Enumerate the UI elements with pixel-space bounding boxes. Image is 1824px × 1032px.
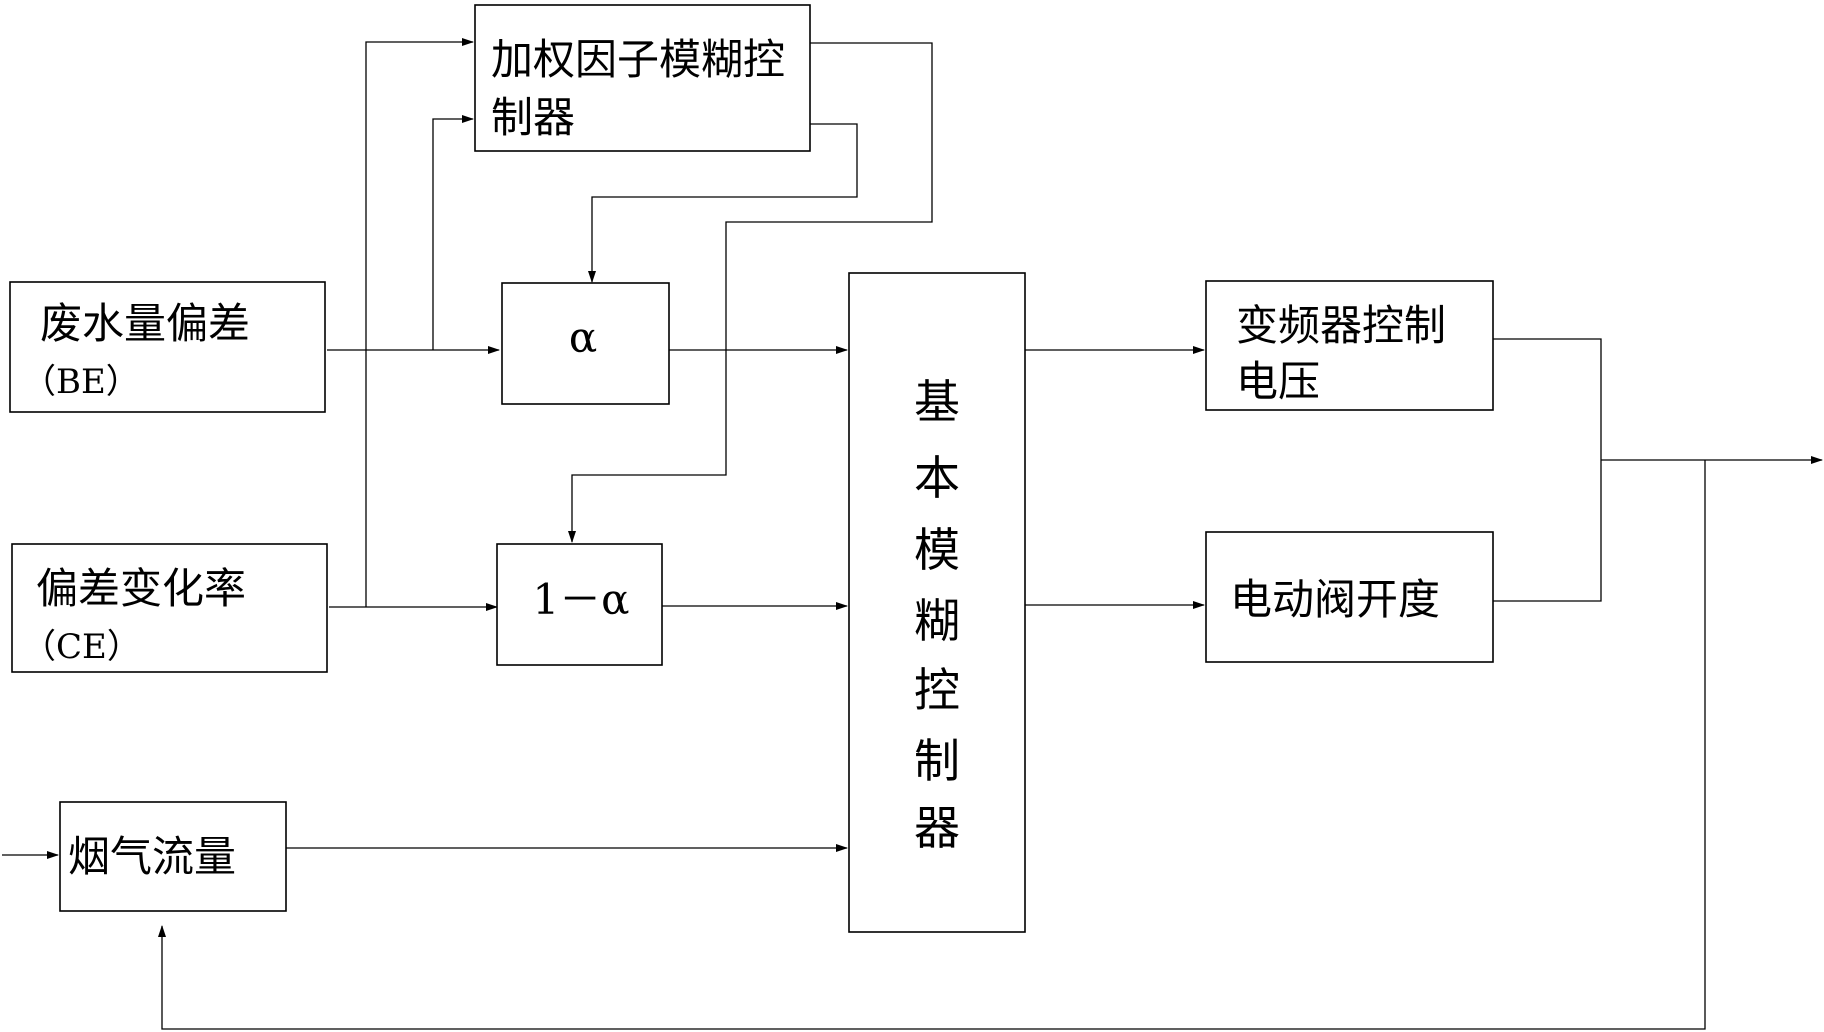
flue-gas-flow-frame — [59, 801, 287, 912]
weighting-factor-fuzzy-controller-block: 加权因子模糊控 制器 — [474, 4, 811, 152]
alpha-frame — [501, 282, 670, 405]
electric-valve-opening-block: 电动阀开度 — [1205, 531, 1494, 663]
wire-inverter-output — [1493, 338, 1602, 602]
deviation-rate-frame — [11, 543, 328, 673]
waste-water-deviation-label-line2: （BE） — [22, 362, 140, 402]
basic-controller-char-2: 本 — [914, 451, 960, 505]
inverter-control-voltage-block: 变频器控制 电压 — [1205, 280, 1494, 411]
wire-weighting-to-alpha — [588, 123, 858, 283]
waste-water-deviation-block: 废水量偏差 （BE） — [9, 281, 326, 413]
flue-gas-flow-label: 烟气流量 — [68, 832, 236, 881]
alpha-block: α — [501, 282, 670, 405]
basic-controller-char-1: 基 — [914, 375, 960, 429]
basic-controller-frame — [848, 272, 1026, 933]
valve-opening-label: 电动阀开度 — [1230, 575, 1440, 624]
basic-fuzzy-controller-block: 基 本 模 糊 控 制 器 — [848, 272, 1026, 933]
wire-weighting-to-one-minus-alpha — [568, 42, 933, 543]
waste-water-deviation-label-line1: 废水量偏差 — [40, 299, 250, 348]
alpha-label: α — [569, 313, 597, 362]
deviation-rate-label-line2: （CE） — [22, 627, 141, 667]
wire-ce-to-weighting-controller — [365, 38, 474, 607]
basic-controller-char-6: 制 — [914, 734, 960, 788]
inverter-voltage-label-line1: 变频器控制 — [1236, 301, 1446, 350]
inverter-voltage-frame — [1205, 280, 1494, 411]
basic-controller-char-3: 模 — [914, 523, 960, 577]
weighting-controller-label-line2: 制器 — [491, 93, 575, 142]
flue-gas-flow-block: 烟气流量 — [59, 801, 287, 912]
basic-controller-char-4: 糊 — [914, 594, 960, 648]
inverter-voltage-label-line2: 电压 — [1236, 357, 1320, 406]
wire-feedback-loop — [158, 460, 1706, 1030]
one-minus-alpha-block: 1－α — [496, 543, 663, 666]
weighting-controller-frame — [474, 4, 811, 152]
waste-water-deviation-frame — [9, 281, 326, 413]
wire-be-to-weighting-controller — [432, 115, 474, 350]
one-minus-alpha-label: 1－α — [532, 575, 629, 624]
connection-lines — [2, 38, 1823, 1030]
basic-controller-char-5: 控 — [914, 663, 960, 717]
valve-opening-frame — [1205, 531, 1494, 663]
one-minus-alpha-frame — [496, 543, 663, 666]
deviation-change-rate-block: 偏差变化率 （CE） — [11, 543, 328, 673]
weighting-controller-label-line1: 加权因子模糊控 — [491, 35, 785, 84]
basic-controller-char-7: 器 — [914, 801, 960, 855]
deviation-rate-label-line1: 偏差变化率 — [36, 564, 246, 613]
